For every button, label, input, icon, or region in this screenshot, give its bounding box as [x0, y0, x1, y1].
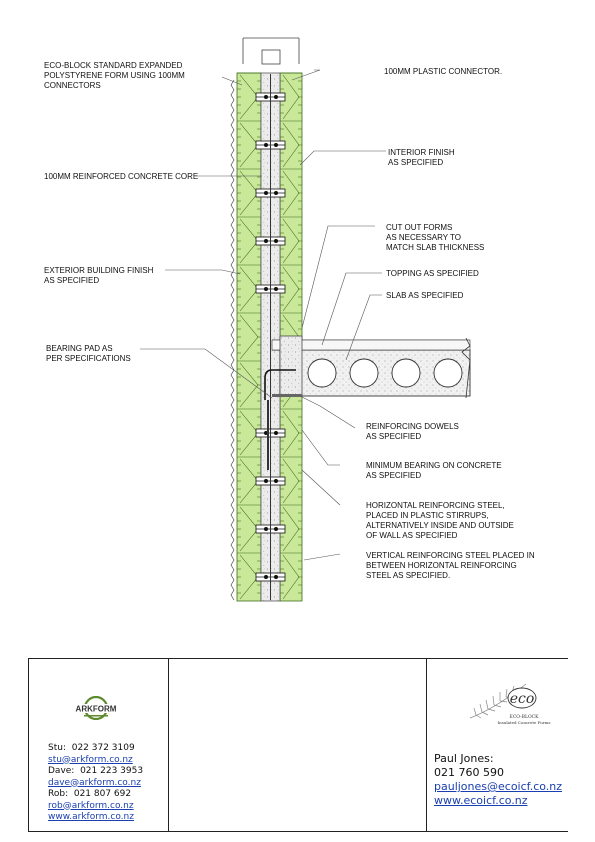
contact-stu: Stu: 022 372 3109	[48, 743, 135, 753]
reinforcing-dowel	[264, 369, 296, 400]
horizontal-bar	[273, 575, 278, 580]
horizontal-bar	[263, 190, 268, 195]
contact-rob: Rob: 021 807 692	[48, 789, 132, 799]
contact-stu-phone: 022 372 3109	[71, 743, 135, 753]
horizontal-bar	[263, 527, 268, 532]
horizontal-bar	[273, 238, 278, 243]
horizontal-bar	[263, 478, 268, 483]
title-block-top-border	[28, 658, 568, 659]
hollowcore-slab	[271, 337, 471, 399]
horizontal-bar	[263, 238, 268, 243]
horizontal-bar	[273, 142, 278, 147]
contact-dave-email[interactable]: dave@arkform.co.nz	[48, 777, 141, 788]
eco-block-logo: eco ECO-BLOCK Insulated Concrete Forms	[469, 683, 551, 725]
vertical-reinforcing-steel	[267, 74, 271, 600]
horizontal-bar	[273, 190, 278, 195]
form-cut-out	[279, 335, 303, 397]
title-block-divider-2	[426, 658, 427, 832]
title-block-divider-1	[168, 658, 169, 832]
horizontal-bar	[263, 575, 268, 580]
ecoicf-website-link[interactable]: www.ecoicf.co.nz	[434, 794, 528, 807]
bearing-pad	[272, 394, 302, 397]
title-block-bottom-border	[28, 831, 568, 832]
eco-logo-tagline: Insulated Concrete Forms	[498, 720, 551, 725]
contact-dave-phone: 021 223 3953	[80, 766, 144, 776]
horizontal-bar	[273, 95, 278, 100]
horizontal-bar	[273, 286, 278, 291]
arkform-website-link[interactable]: www.arkform.co.nz	[48, 812, 134, 822]
title-block-left-border	[28, 658, 29, 832]
wall-section-drawing	[140, 37, 471, 602]
eco-logo-text: eco	[510, 691, 535, 707]
horizontal-bar	[263, 95, 268, 100]
ecoicf-contact: Paul Jones: 021 760 590 pauljones@ecoicf…	[434, 752, 562, 808]
leader-lines	[140, 69, 386, 561]
contact-rob-email[interactable]: rob@arkform.co.nz	[48, 800, 134, 811]
wall-top-outline	[242, 37, 300, 65]
label-plastic-connector: 100mm PLASTIC CONNECTOR.	[384, 67, 503, 76]
ecoicf-email-link[interactable]: pauljones@ecoicf.co.nz	[434, 780, 563, 793]
arkform-logo: ARKFORM	[76, 696, 117, 720]
title-block: ARKFORM Stu: 022 372 3109 stu@arkform.co…	[28, 658, 568, 832]
ecoicf-contact-name: Paul Jones:	[434, 752, 494, 765]
label-slab: SLAB AS SPECIFIED	[386, 291, 464, 300]
contact-rob-phone: 021 807 692	[73, 789, 132, 799]
horizontal-bar	[273, 430, 278, 435]
ecoicf-contact-phone: 021 760 590	[434, 766, 504, 779]
contact-stu-email[interactable]: stu@arkform.co.nz	[48, 754, 133, 765]
eco-logo-sub: ECO-BLOCK	[510, 714, 540, 720]
arkform-logo-text: ARKFORM	[76, 705, 117, 714]
horizontal-bar	[273, 478, 278, 483]
exterior-finish-line	[230, 79, 235, 601]
horizontal-bar	[273, 527, 278, 532]
horizontal-bar	[263, 142, 268, 147]
label-topping: TOPPING AS SPECIFIED	[386, 269, 479, 278]
contact-dave: Dave: 021 223 3953	[48, 766, 144, 776]
horizontal-bar	[263, 286, 268, 291]
label-horizontal-steel: HORIZONTAL REINFORCING STEEL,PLACED IN P…	[366, 501, 514, 540]
label-concrete-core: 100mm REINFORCED CONCRETE CORE	[44, 172, 199, 181]
arkform-contacts: Stu: 022 372 3109 stu@arkform.co.nz Dave…	[48, 743, 143, 824]
